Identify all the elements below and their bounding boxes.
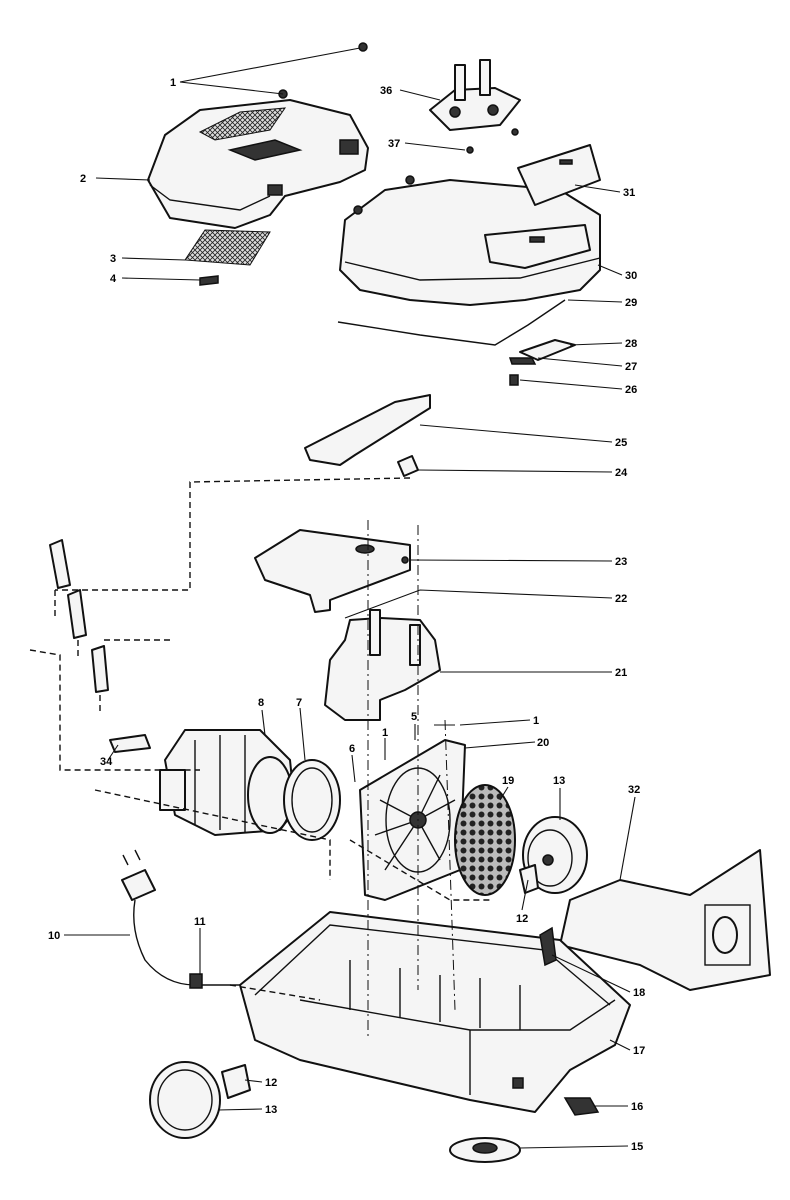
label-part-15: 15 bbox=[631, 1141, 643, 1153]
label-part-17: 17 bbox=[633, 1045, 645, 1057]
label-part-13-lower: 13 bbox=[265, 1104, 277, 1116]
exhaust-filter-disc bbox=[454, 784, 516, 896]
handle-bracket bbox=[429, 59, 521, 154]
wiring-dashed bbox=[29, 477, 490, 1001]
leader-lines bbox=[64, 47, 636, 1149]
label-part-27: 27 bbox=[625, 361, 637, 373]
motor-assembly bbox=[159, 729, 296, 836]
label-part-12-upper: 12 bbox=[516, 913, 528, 925]
base-housing bbox=[239, 911, 631, 1113]
label-part-22: 22 bbox=[615, 593, 627, 605]
label-part-34: 34 bbox=[100, 756, 113, 768]
label-part-13-upper: 13 bbox=[553, 775, 565, 787]
motor-housing-support bbox=[324, 609, 441, 721]
label-part-23: 23 bbox=[615, 556, 627, 568]
caster-wheel bbox=[449, 1137, 521, 1163]
label-part-36: 36 bbox=[380, 85, 392, 97]
lamp-bulbs bbox=[49, 539, 151, 753]
label-part-5: 5 bbox=[411, 711, 417, 723]
label-part-2: 2 bbox=[80, 173, 86, 185]
latch-parts bbox=[508, 339, 576, 386]
label-part-4: 4 bbox=[110, 273, 117, 285]
dust-bag bbox=[559, 849, 771, 991]
label-part-8: 8 bbox=[258, 697, 264, 709]
label-part-18: 18 bbox=[633, 987, 645, 999]
label-part-16: 16 bbox=[631, 1101, 643, 1113]
bag-cover-lid bbox=[339, 175, 601, 306]
label-part-32: 32 bbox=[628, 784, 640, 796]
label-part-10: 10 bbox=[48, 930, 60, 942]
part-labels: 1 2 3 4 36 37 31 30 29 28 27 26 25 24 23… bbox=[48, 77, 645, 1153]
lid-gasket bbox=[337, 299, 566, 346]
cord-clip bbox=[563, 1097, 600, 1116]
label-part-12-lower: 12 bbox=[265, 1077, 277, 1089]
label-part-7: 7 bbox=[296, 697, 302, 709]
label-part-11: 11 bbox=[194, 916, 206, 928]
label-part-31: 31 bbox=[623, 187, 635, 199]
release-plate bbox=[517, 144, 601, 206]
motor-gasket-ring bbox=[283, 759, 341, 841]
label-part-1-top: 1 bbox=[170, 77, 176, 89]
label-part-24: 24 bbox=[615, 467, 628, 479]
label-part-26: 26 bbox=[625, 384, 637, 396]
fan-housing bbox=[359, 739, 466, 901]
label-part-28: 28 bbox=[625, 338, 637, 350]
label-part-3: 3 bbox=[110, 253, 116, 265]
handle-cover bbox=[304, 394, 431, 477]
filter-pad bbox=[184, 229, 271, 286]
label-part-19: 19 bbox=[502, 775, 514, 787]
bag-clip bbox=[539, 926, 557, 967]
top-cover bbox=[147, 42, 369, 229]
label-part-30: 30 bbox=[625, 270, 637, 282]
assembly-centerlines bbox=[367, 520, 456, 1040]
rear-wheel bbox=[519, 816, 588, 894]
label-part-21: 21 bbox=[615, 667, 627, 679]
label-part-37: 37 bbox=[388, 138, 400, 150]
front-wheel bbox=[149, 1061, 251, 1139]
power-cord bbox=[121, 849, 240, 989]
label-part-1-mid-a: 1 bbox=[382, 727, 388, 739]
label-part-6: 6 bbox=[349, 743, 355, 755]
label-part-29: 29 bbox=[625, 297, 637, 309]
motor-top-cover bbox=[254, 529, 411, 613]
label-part-25: 25 bbox=[615, 437, 627, 449]
label-part-1-mid-b: 1 bbox=[533, 715, 539, 727]
label-part-20: 20 bbox=[537, 737, 549, 749]
